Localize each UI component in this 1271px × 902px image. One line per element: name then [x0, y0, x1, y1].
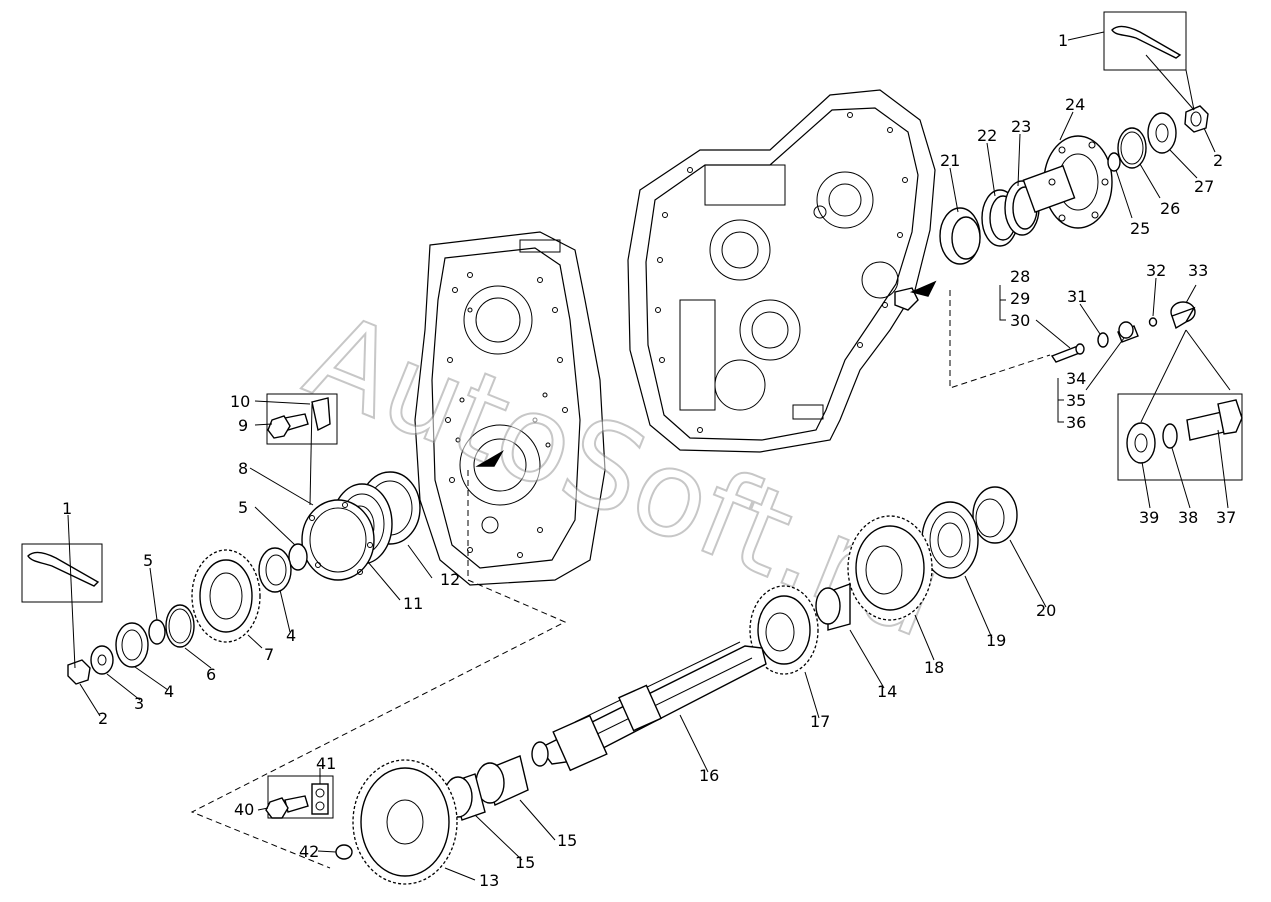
bolt-detail-box-left: [266, 393, 338, 445]
bolt-detail-box-lower: [267, 775, 334, 819]
left-stack-group: [67, 549, 261, 685]
callout-24: 24: [1065, 95, 1085, 114]
main-shaft-group: [352, 486, 1018, 885]
callout-18: 18: [924, 658, 944, 677]
callout-29: 29: [1010, 289, 1030, 308]
callout-25: 25: [1130, 219, 1150, 238]
callout-23: 23: [1011, 117, 1031, 136]
callout-14: 14: [877, 682, 897, 701]
callout-5-left: 5: [143, 551, 153, 570]
callout-1-left: 1: [62, 499, 72, 518]
callout-10: 10: [230, 392, 250, 411]
callout-20: 20: [1036, 601, 1056, 620]
cotter-pin-top-icon: [1111, 25, 1182, 59]
callout-3: 3: [134, 694, 144, 713]
dashed-line-right-assembly: [949, 290, 1051, 389]
callout-34: 34: [1066, 369, 1086, 388]
rear-housing: [414, 231, 606, 586]
callout-35: 35: [1066, 391, 1086, 410]
callout-2-top: 2: [1213, 151, 1223, 170]
callout-16: 16: [699, 766, 719, 785]
callout-19: 19: [986, 631, 1006, 650]
callout-15-right: 15: [557, 831, 577, 850]
callout-41: 41: [316, 754, 336, 773]
callout-2-left: 2: [98, 709, 108, 728]
callout-40: 40: [234, 800, 254, 819]
callout-8: 8: [238, 459, 248, 478]
callout-4-upper: 4: [286, 626, 296, 645]
arrow-front-housing: [909, 280, 937, 297]
callout-28: 28: [1010, 267, 1030, 286]
cotter-pin-detail-box-top: [1103, 11, 1187, 71]
callout-1-top: 1: [1058, 31, 1068, 50]
bolt-detail-box: [1117, 393, 1243, 481]
leader-lines: [67, 31, 1231, 881]
callout-5-upper: 5: [238, 498, 248, 517]
valve-parts-group: [1050, 301, 1196, 363]
callout-27: 27: [1194, 177, 1214, 196]
callout-32: 32: [1146, 261, 1166, 280]
callout-12: 12: [440, 570, 460, 589]
callout-7: 7: [264, 645, 274, 664]
callout-6: 6: [206, 665, 216, 684]
callout-36: 36: [1066, 413, 1086, 432]
bolt-detail-left-parts: [267, 397, 331, 439]
callout-26: 26: [1160, 199, 1180, 218]
callout-4-lower: 4: [164, 682, 174, 701]
cover-bearing-group: [258, 471, 421, 593]
callout-15-left: 15: [515, 853, 535, 872]
callout-42: 42: [299, 842, 319, 861]
cotter-pin-detail-box-left: [21, 543, 103, 603]
callout-13: 13: [479, 871, 499, 890]
callout-22: 22: [977, 126, 997, 145]
callout-31: 31: [1067, 287, 1087, 306]
dashed-line-lower-assembly: [190, 470, 567, 869]
callout-11: 11: [403, 594, 423, 613]
front-housing: [627, 89, 936, 453]
callout-labels: 1 2 21 22 23 24 25 26 27 28 29 30 31 32 …: [62, 31, 1236, 890]
callout-37: 37: [1216, 508, 1236, 527]
arrow-rear-housing: [475, 450, 504, 467]
callout-17: 17: [810, 712, 830, 731]
callout-9: 9: [238, 416, 248, 435]
callout-39: 39: [1139, 508, 1159, 527]
callout-38: 38: [1178, 508, 1198, 527]
callout-33: 33: [1188, 261, 1208, 280]
callout-30: 30: [1010, 311, 1030, 330]
output-flange-group: [939, 105, 1209, 265]
bolt-detail-lower-parts: [265, 783, 353, 860]
cotter-pin-left-icon: [27, 551, 100, 587]
bolt-detail-parts: [1126, 399, 1243, 464]
callout-21: 21: [940, 151, 960, 170]
